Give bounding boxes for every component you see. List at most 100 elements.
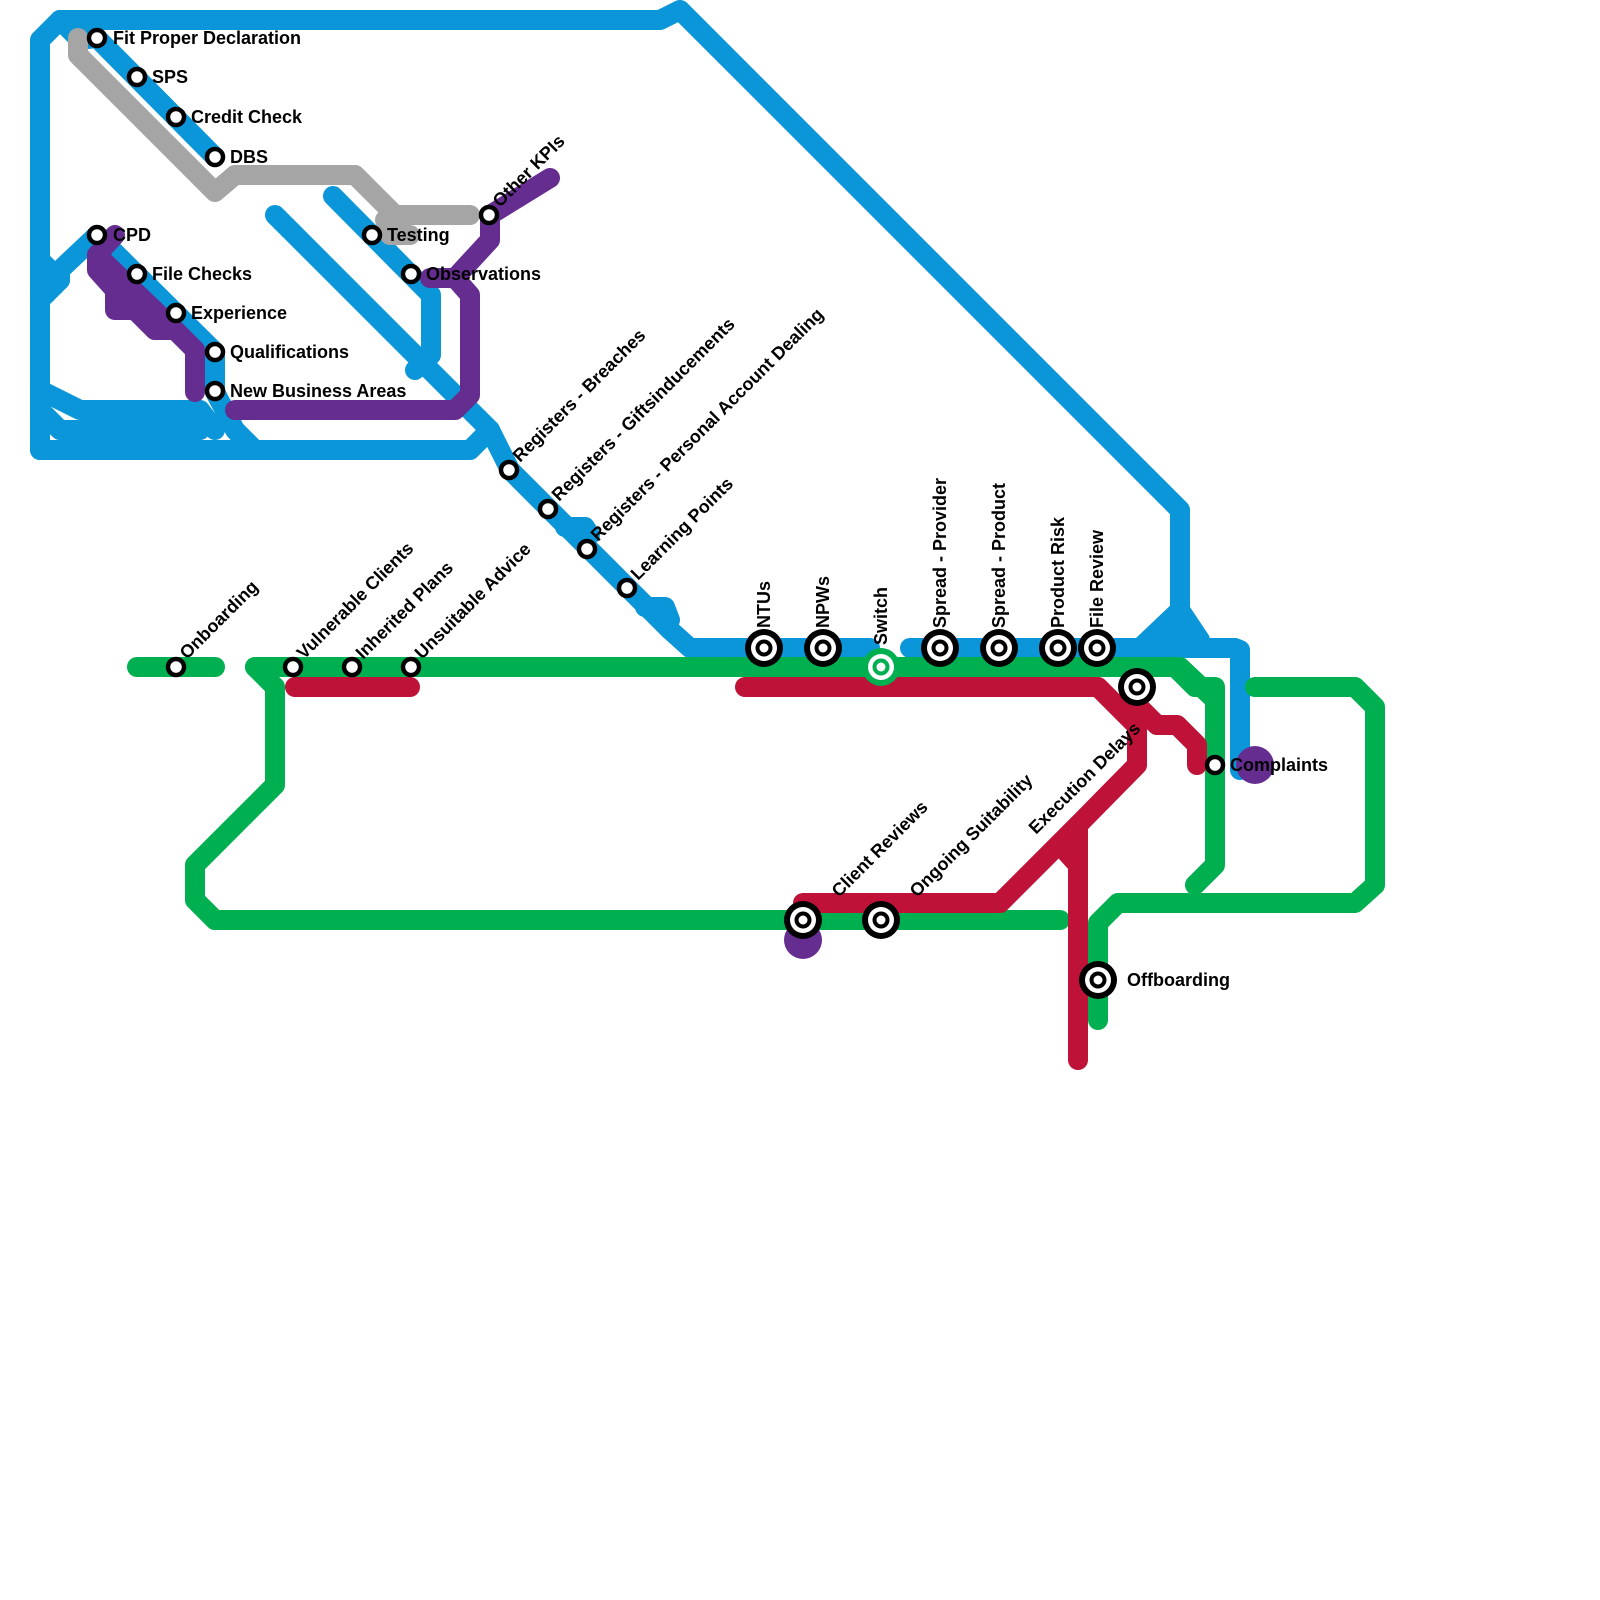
station-execution-delays[interactable] <box>1118 668 1156 706</box>
station-marker[interactable] <box>576 538 598 560</box>
grey-line-testing-spur <box>375 210 420 245</box>
station-label-onboarding: Onboarding <box>176 577 262 663</box>
station-vulnerable-clients[interactable] <box>282 656 304 678</box>
blue-line-left-notch <box>30 400 210 440</box>
station-marker[interactable] <box>204 146 226 168</box>
blue-line-testing-branch <box>323 186 441 380</box>
station-reg-pad[interactable] <box>576 538 598 560</box>
station-marker[interactable] <box>400 656 422 678</box>
station-label-complaints: Complaints <box>1230 755 1328 775</box>
station-onboarding[interactable] <box>165 656 187 678</box>
station-label-reg-breaches: Registers - Breaches <box>509 325 650 466</box>
station-cpd[interactable] <box>86 224 108 246</box>
station-label-spread-product: Spread - Product <box>989 483 1009 628</box>
blue-line-spur-file-review <box>1130 600 1210 658</box>
station-label-file-review: File Review <box>1087 529 1107 628</box>
station-switch[interactable] <box>862 648 900 686</box>
station-marker[interactable] <box>86 27 108 49</box>
station-label-observations: Observations <box>426 264 541 284</box>
station-testing[interactable] <box>361 224 383 246</box>
station-marker[interactable] <box>478 204 500 226</box>
station-marker[interactable] <box>165 656 187 678</box>
station-label-sps: SPS <box>152 67 188 87</box>
grey-line <box>68 28 480 245</box>
stations <box>86 27 1226 999</box>
station-reg-breaches[interactable] <box>498 459 520 481</box>
station-label-product-risk: Product Risk <box>1048 516 1068 628</box>
station-marker[interactable] <box>341 656 363 678</box>
purple-line-cpd-fill <box>87 245 185 340</box>
station-label-dbs: DBS <box>230 147 268 167</box>
interchange-center-dot <box>798 915 808 925</box>
green-line-connector <box>1170 657 1225 710</box>
interchange-center-dot <box>759 643 769 653</box>
station-inherited-plans[interactable] <box>341 656 363 678</box>
interchange-center-dot <box>994 643 1004 653</box>
station-product-risk[interactable] <box>1039 629 1077 667</box>
station-label-spread-provider: Spread - Provider <box>930 478 950 628</box>
station-marker[interactable] <box>400 263 422 285</box>
station-offboarding[interactable] <box>1079 961 1117 999</box>
station-marker[interactable] <box>498 459 520 481</box>
station-label-new-business-areas: New Business Areas <box>230 381 406 401</box>
blue-line-outer-loop <box>30 0 1190 660</box>
station-label-qualifications: Qualifications <box>230 342 349 362</box>
station-marker[interactable] <box>126 66 148 88</box>
station-dbs[interactable] <box>204 146 226 168</box>
station-label-switch: Switch <box>871 587 891 645</box>
station-file-checks[interactable] <box>126 263 148 285</box>
red-line-complaints-spur <box>1127 695 1207 775</box>
station-new-business-areas[interactable] <box>204 380 226 402</box>
station-marker[interactable] <box>204 341 226 363</box>
station-npws[interactable] <box>804 629 842 667</box>
station-other-kpis[interactable] <box>478 204 500 226</box>
station-marker[interactable] <box>165 106 187 128</box>
station-label-testing: Testing <box>387 225 450 245</box>
station-marker[interactable] <box>204 380 226 402</box>
station-marker[interactable] <box>86 224 108 246</box>
station-unsuitable-advice[interactable] <box>400 656 422 678</box>
interchange-center-dot <box>935 643 945 653</box>
interchange-center-dot <box>876 915 886 925</box>
station-ongoing-suitability[interactable] <box>862 901 900 939</box>
station-file-review[interactable] <box>1078 629 1116 667</box>
grey-line-path <box>68 28 480 225</box>
green-line-right-loop <box>1088 677 1385 1030</box>
interchange-center-dot <box>1053 643 1063 653</box>
red-line-stub <box>1050 835 1088 875</box>
blue-line-lp-bump <box>635 597 680 630</box>
station-experience[interactable] <box>165 302 187 324</box>
station-label-npws: NPWs <box>813 576 833 628</box>
station-marker[interactable] <box>282 656 304 678</box>
green-line-loop-left <box>185 657 1070 930</box>
station-client-reviews[interactable] <box>784 901 822 939</box>
purple-line-cpd-fill2 <box>105 280 165 340</box>
station-label-cpd: CPD <box>113 225 151 245</box>
station-learning-points[interactable] <box>616 577 638 599</box>
interchange-center-dot <box>1093 975 1103 985</box>
station-label-file-checks: File Checks <box>152 264 252 284</box>
station-label-unsuitable-advice: Unsuitable Advice <box>411 539 535 663</box>
blue-line-registers-bump <box>555 517 600 545</box>
station-sps[interactable] <box>126 66 148 88</box>
station-credit-check[interactable] <box>165 106 187 128</box>
green-line <box>127 657 1385 1030</box>
station-fit-proper[interactable] <box>86 27 108 49</box>
station-ntus[interactable] <box>745 629 783 667</box>
red-line <box>285 677 1207 1070</box>
station-label-ntus: NTUs <box>754 581 774 628</box>
station-marker[interactable] <box>537 498 559 520</box>
station-spread-product[interactable] <box>980 629 1018 667</box>
purple-line-complaints-terminus <box>1236 746 1274 784</box>
station-reg-gifts[interactable] <box>537 498 559 520</box>
station-observations[interactable] <box>400 263 422 285</box>
station-qualifications[interactable] <box>204 341 226 363</box>
station-marker[interactable] <box>361 224 383 246</box>
station-marker[interactable] <box>126 263 148 285</box>
station-complaints[interactable] <box>1204 754 1226 776</box>
station-spread-provider[interactable] <box>921 629 959 667</box>
station-marker[interactable] <box>165 302 187 324</box>
station-marker[interactable] <box>616 577 638 599</box>
station-marker[interactable] <box>1204 754 1226 776</box>
